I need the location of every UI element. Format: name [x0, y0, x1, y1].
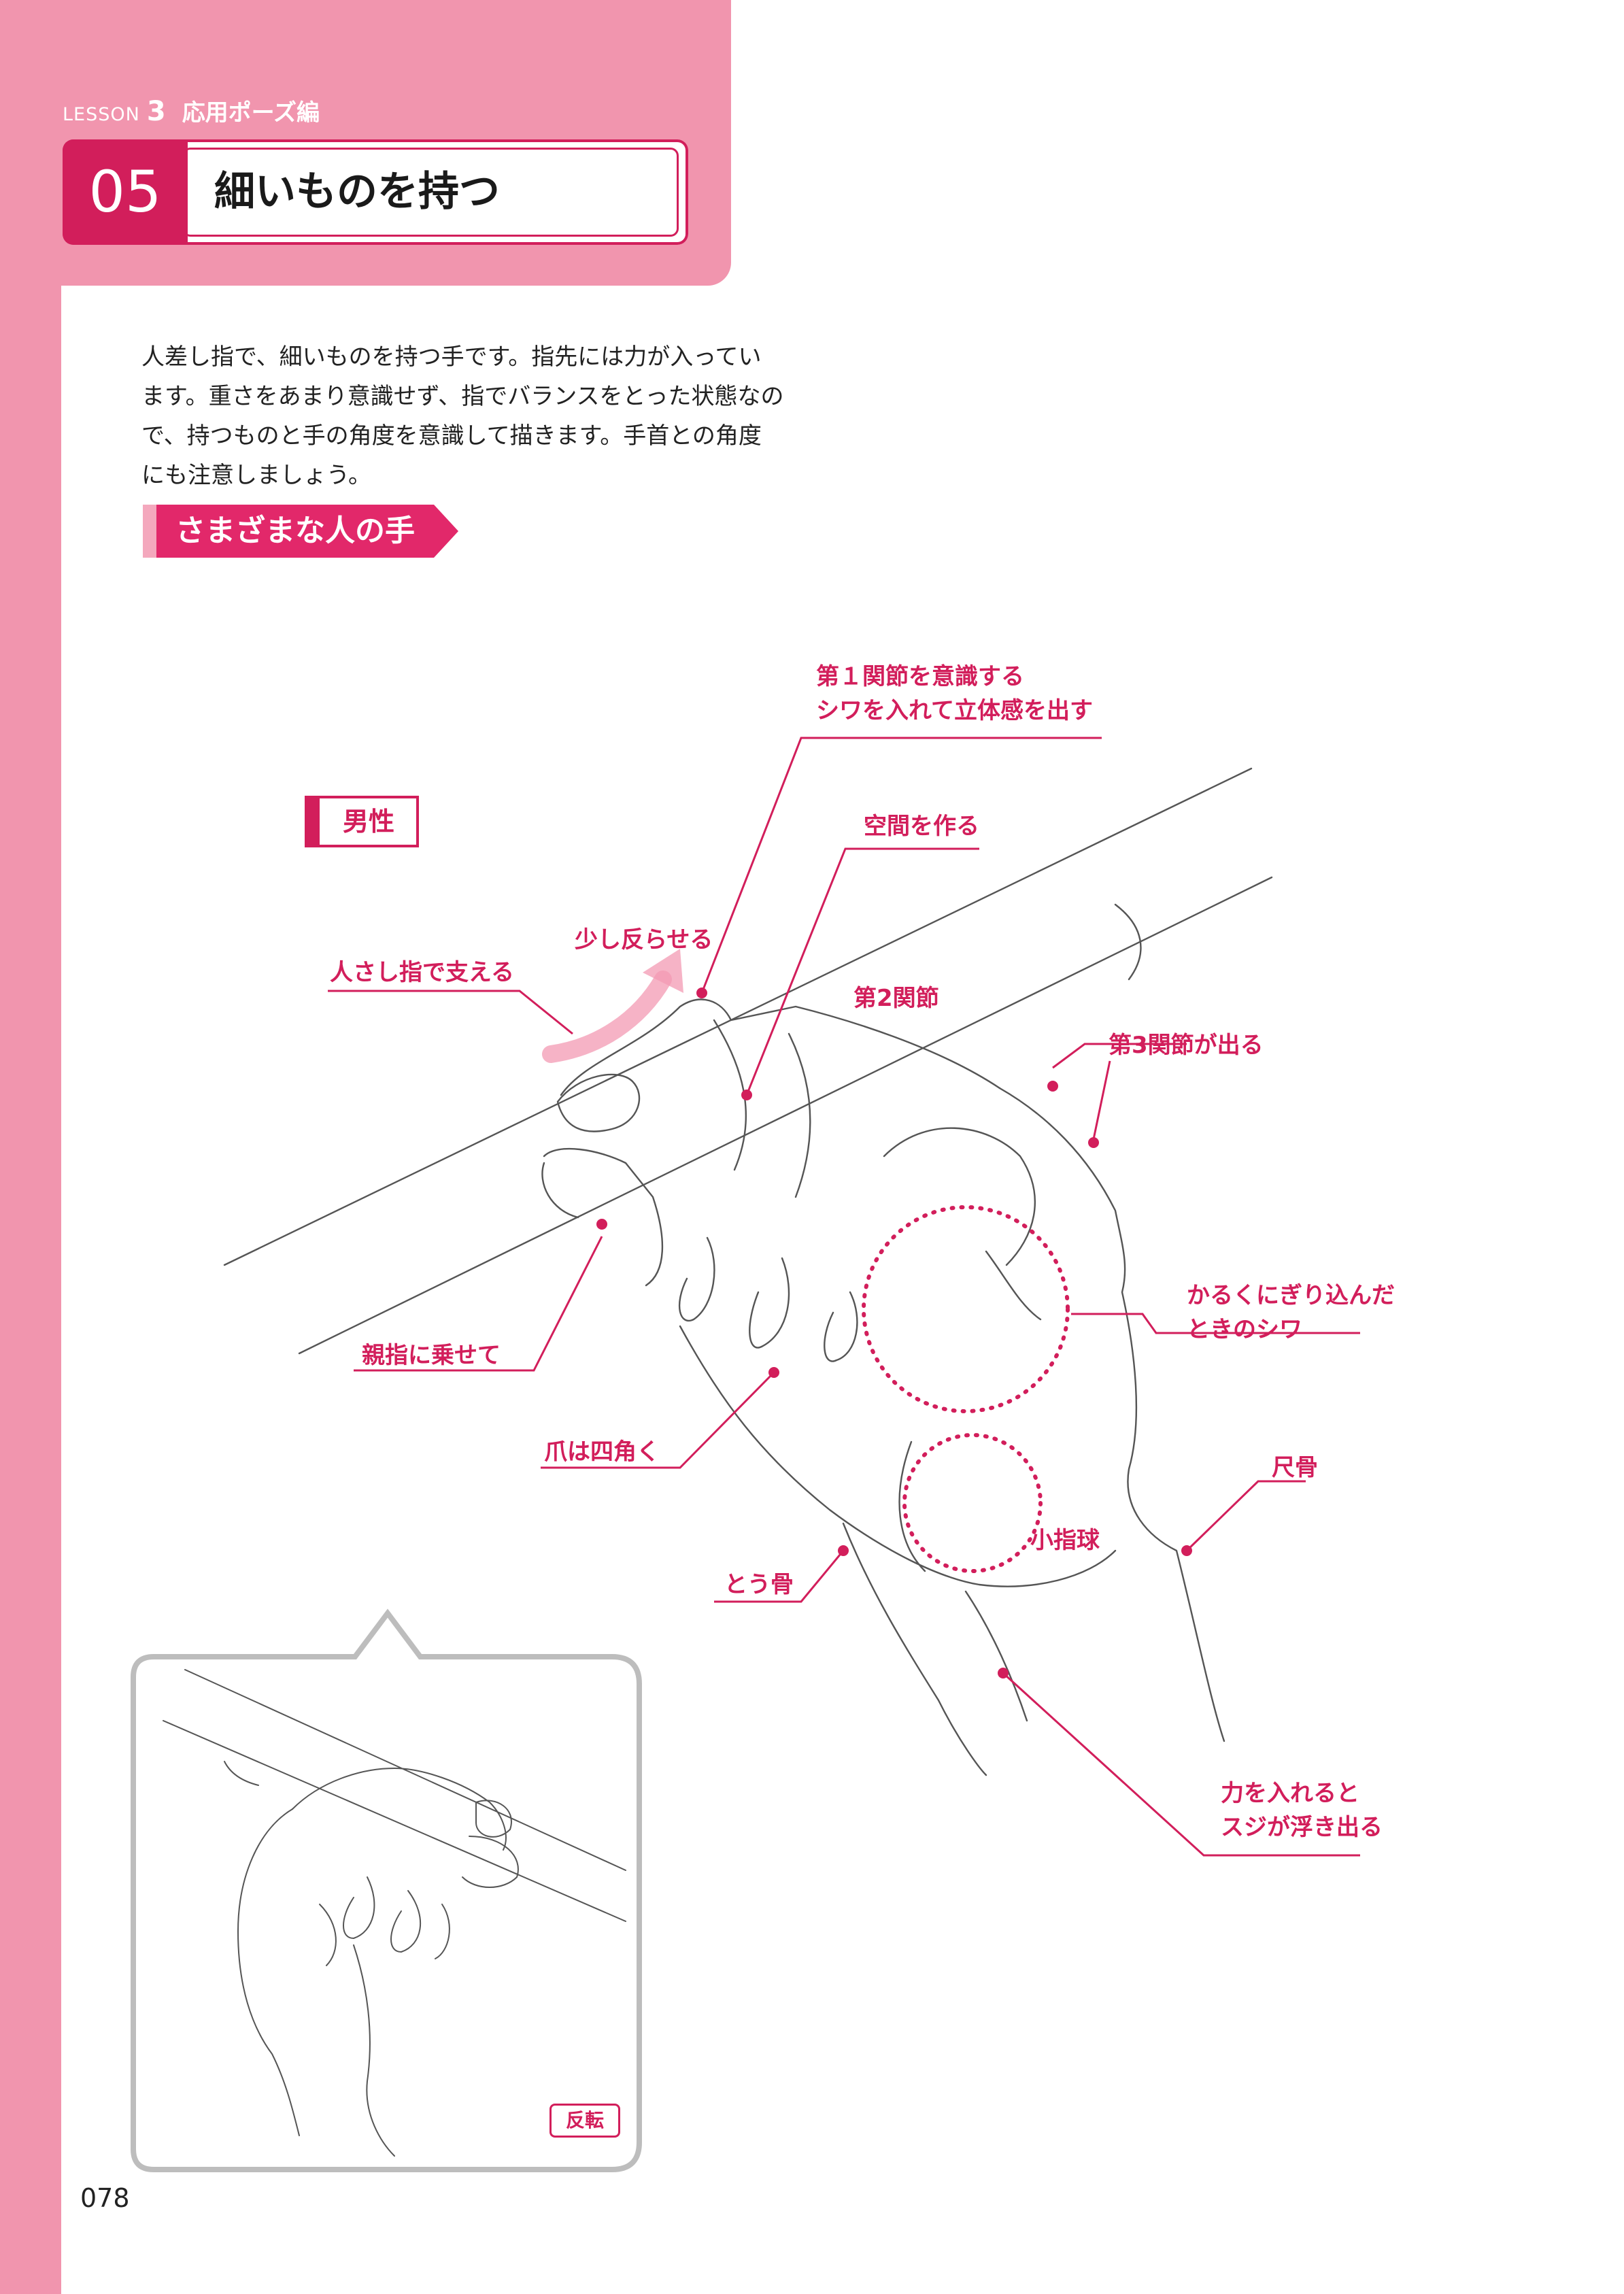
flip-label: 反転	[549, 2104, 620, 2138]
annotation-hypothenar: 小指球	[1030, 1527, 1100, 1554]
intro-line: にも注意しましょう。	[141, 462, 371, 489]
annotation-ulna: 尺骨	[1272, 1454, 1318, 1481]
annotation-line: 第１関節を意識する	[816, 663, 1024, 690]
inset-panel	[131, 1608, 642, 2172]
annotation-line: 力を入れると	[1221, 1780, 1359, 1807]
lesson-title: 応用ポーズ編	[182, 99, 320, 126]
annotation-thumb: 親指に乗せて	[362, 1342, 501, 1369]
annotation-radius: とう骨	[724, 1571, 794, 1598]
intro-line: で、持つものと手の角度を意識して描きます。手首との角度	[141, 422, 762, 450]
annotation-line: かるくにぎり込んだ	[1187, 1282, 1395, 1309]
lesson-word: LESSON	[63, 104, 140, 125]
lesson-number: 3	[146, 96, 166, 127]
annotation-bend: 少し反らせる	[575, 926, 713, 954]
annotation-index-support: 人さし指で支える	[330, 959, 514, 986]
intro-line: ます。重さをあまり意識せず、指でバランスをとった状態なの	[141, 383, 784, 410]
annotation-line: ときのシワ	[1187, 1316, 1302, 1343]
inset-hand-sketch	[163, 1669, 626, 2157]
gender-tag: 男性	[305, 796, 419, 847]
callout-dots	[596, 988, 1192, 1679]
intro-paragraph: 人差し指で、細いものを持つ手です。指先には力が入ってい ます。重さをあまり意識せ…	[141, 337, 835, 495]
annotation-joint3: 第3関節が出る	[1109, 1032, 1264, 1059]
section-heading: さまざまな人の手	[143, 505, 469, 558]
annotation-space: 空間を作る	[864, 813, 979, 840]
lesson-line: LESSON 3 応用ポーズ編	[63, 94, 320, 127]
page-title: 細いものを持つ	[214, 168, 500, 216]
callout-lines	[328, 737, 1360, 1857]
bend-arrow	[542, 971, 672, 1063]
annotation-joint1: 第１関節を意識する シワを入れて立体感を出す	[816, 660, 1093, 728]
hypothenar-circle	[902, 1433, 1043, 1573]
gender-tag-label: 男性	[343, 807, 395, 837]
main-hand-sketch	[223, 767, 1273, 1776]
annotation-joint2: 第2関節	[853, 985, 939, 1012]
annotation-grip: かるくにぎり込んだ ときのシワ	[1187, 1279, 1395, 1347]
section-heading-label: さまざまな人の手	[175, 513, 415, 548]
grip-crease-circle	[862, 1205, 1070, 1413]
annotation-line: スジが浮き出る	[1221, 1814, 1383, 1841]
annotation-line: シワを入れて立体感を出す	[816, 697, 1093, 724]
intro-line: 人差し指で、細いものを持つ手です。指先には力が入ってい	[141, 343, 762, 371]
page-number: 078	[80, 2183, 130, 2213]
left-margin-band	[0, 0, 61, 2294]
annotation-tendon: 力を入れると スジが浮き出る	[1221, 1776, 1383, 1844]
annotation-nail: 爪は四角く	[544, 1438, 660, 1466]
chapter-number: 05	[63, 139, 188, 245]
